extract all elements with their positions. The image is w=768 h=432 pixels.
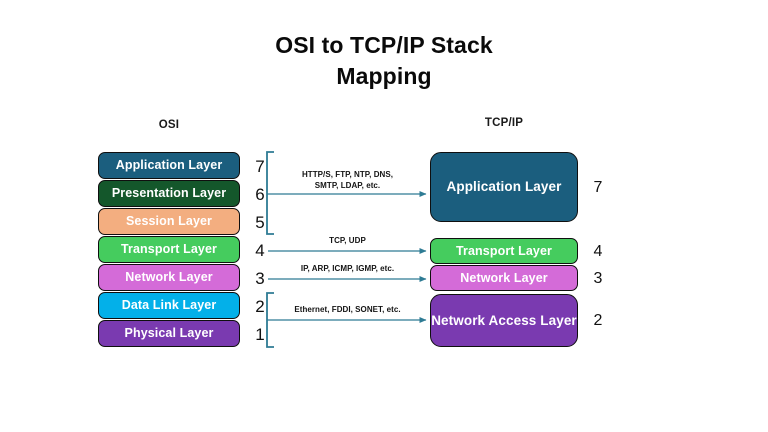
tcpip-layer-label: Network Access Layer [431,312,577,328]
osi-layer-box-transport[interactable]: Transport Layer [98,236,240,263]
protocol-text-line-1: HTTP/S, FTP, NTP, DNS, [301,170,394,179]
protocol-text-line-1: IP, ARP, ICMP, IGMP, etc. [300,264,395,273]
osi-layer-label: Presentation Layer [111,186,227,201]
page-title-line-2: Mapping [336,63,432,90]
protocol-label-application: HTTP/S, FTP, NTP, DNS, SMTP, LDAP, etc. [280,170,415,192]
tcpip-layer-number-3: 3 [593,270,603,287]
osi-layer-box-physical[interactable]: Physical Layer [98,320,240,347]
tcpip-layer-box-network[interactable]: Network Layer [430,265,578,291]
page-title: OSI to TCP/IP Stack Mapping [0,30,768,92]
osi-layer-box-data-link[interactable]: Data Link Layer [98,292,240,319]
tcpip-layer-label: Network Layer [460,270,548,285]
osi-layer-label: Session Layer [125,214,213,229]
osi-layer-box-presentation[interactable]: Presentation Layer [98,180,240,207]
tcpip-layer-number-4: 4 [593,243,603,260]
osi-column-header: OSI [158,119,180,131]
osi-layer-number-3: 3 [255,269,265,288]
protocol-label-network-access: Ethernet, FDDI, SONET, etc. [280,305,415,316]
protocol-text-line-1: TCP, UDP [329,236,366,245]
protocol-label-transport: TCP, UDP [280,236,415,247]
osi-layer-number-6: 6 [255,185,265,204]
tcpip-layer-label: Application Layer [446,179,562,195]
osi-layer-label: Network Layer [125,270,213,285]
tcpip-layer-box-application[interactable]: Application Layer [430,152,578,222]
protocol-text-line-1: Ethernet, FDDI, SONET, etc. [294,305,401,314]
osi-layer-box-network[interactable]: Network Layer [98,264,240,291]
tcpip-layer-label: Transport Layer [456,243,552,258]
osi-layer-number-5: 5 [255,213,265,232]
osi-layer-box-application[interactable]: Application Layer [98,152,240,179]
tcpip-layer-box-transport[interactable]: Transport Layer [430,238,578,264]
protocol-text-line-2: SMTP, LDAP, etc. [314,180,381,190]
osi-layer-number-2: 2 [255,297,265,316]
osi-layer-number-7: 7 [255,157,265,176]
osi-layer-number-1: 1 [255,325,265,344]
osi-layer-label: Transport Layer [121,242,217,257]
osi-layer-label: Physical Layer [124,326,214,341]
osi-layer-label: Application Layer [115,158,223,173]
osi-layer-label: Data Link Layer [121,298,217,313]
tcpip-layer-number-7: 7 [593,179,603,196]
tcpip-layer-number-2: 2 [593,312,603,329]
tcpip-column-header: TCP/IP [484,117,524,129]
protocol-label-network: IP, ARP, ICMP, IGMP, etc. [280,264,415,275]
osi-layer-box-session[interactable]: Session Layer [98,208,240,235]
page-title-line-1: OSI to TCP/IP Stack [275,32,493,58]
osi-layer-number-4: 4 [255,241,265,260]
tcpip-layer-box-network-access[interactable]: Network Access Layer [430,294,578,347]
